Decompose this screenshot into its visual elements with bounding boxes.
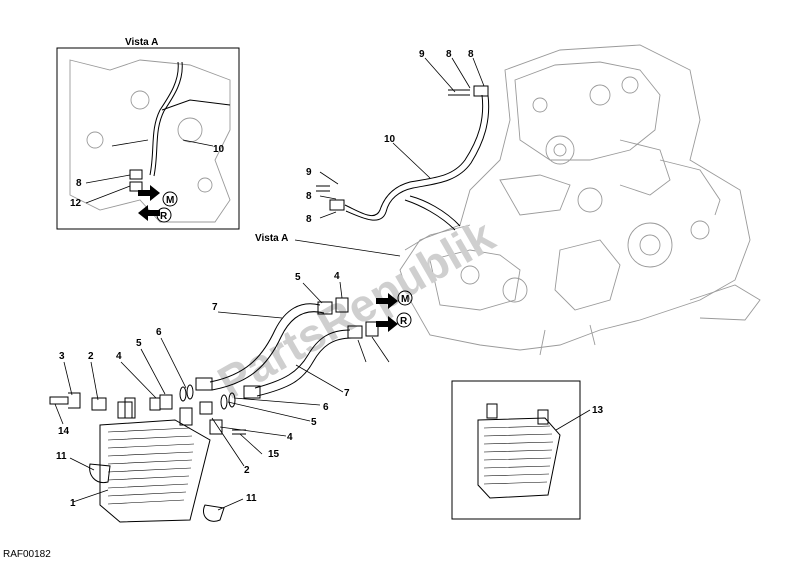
part-label-8: 8 xyxy=(306,214,312,225)
flow-marker: R xyxy=(160,211,168,222)
part-label-1: 1 xyxy=(70,498,76,509)
watermark: PartsRepublik xyxy=(209,209,503,409)
part-label-3: 3 xyxy=(59,351,65,362)
flow-marker: R xyxy=(400,316,408,327)
part-label-8: 8 xyxy=(306,191,312,202)
inset-cooler xyxy=(451,380,581,520)
part-label-2: 2 xyxy=(88,351,94,362)
part-label-4: 4 xyxy=(116,351,122,362)
part-label-5: 5 xyxy=(136,338,142,349)
part-label-7: 7 xyxy=(344,388,350,399)
part-label-2: 2 xyxy=(244,465,250,476)
inset-title: Vista A xyxy=(125,37,158,48)
part-label-7: 7 xyxy=(212,302,218,313)
part-label-13: 13 xyxy=(592,405,604,416)
flow-arrows: M R M R xyxy=(138,185,413,332)
part-label-8: 8 xyxy=(468,49,474,60)
flow-marker: M xyxy=(166,195,174,206)
part-label-5: 5 xyxy=(311,417,317,428)
part-label-10: 10 xyxy=(213,144,225,155)
part-label-4: 4 xyxy=(334,271,340,282)
part-labels: Vista A 1 2 2 3 4 4 4 5 5 5 6 6 7 7 8 8 … xyxy=(3,49,604,560)
part-label-15: 15 xyxy=(268,449,280,460)
part-label-8: 8 xyxy=(76,178,82,189)
part-label-5: 5 xyxy=(295,272,301,283)
part-label-11: 11 xyxy=(56,451,67,462)
part-label-4: 4 xyxy=(287,432,293,443)
engine-block xyxy=(399,44,761,356)
part-label-12: 12 xyxy=(70,198,82,209)
part-label-8: 8 xyxy=(446,49,452,60)
hose-10 xyxy=(316,85,490,231)
flow-marker: M xyxy=(401,294,409,305)
part-label-14: 14 xyxy=(58,426,70,437)
leader-lines xyxy=(54,57,591,511)
part-label-11: 11 xyxy=(246,493,257,504)
drawing-code: RAF00182 xyxy=(3,549,51,560)
part-label-10: 10 xyxy=(384,134,396,145)
part-label-6: 6 xyxy=(323,402,329,413)
part-label-9: 9 xyxy=(419,49,425,60)
inset-vista-a: Vista A xyxy=(56,37,240,230)
part-label-9: 9 xyxy=(306,167,312,178)
part-label-6: 6 xyxy=(156,327,162,338)
oil-cooler xyxy=(89,397,225,523)
hose-7 xyxy=(195,301,363,399)
view-callout: Vista A xyxy=(255,233,288,244)
